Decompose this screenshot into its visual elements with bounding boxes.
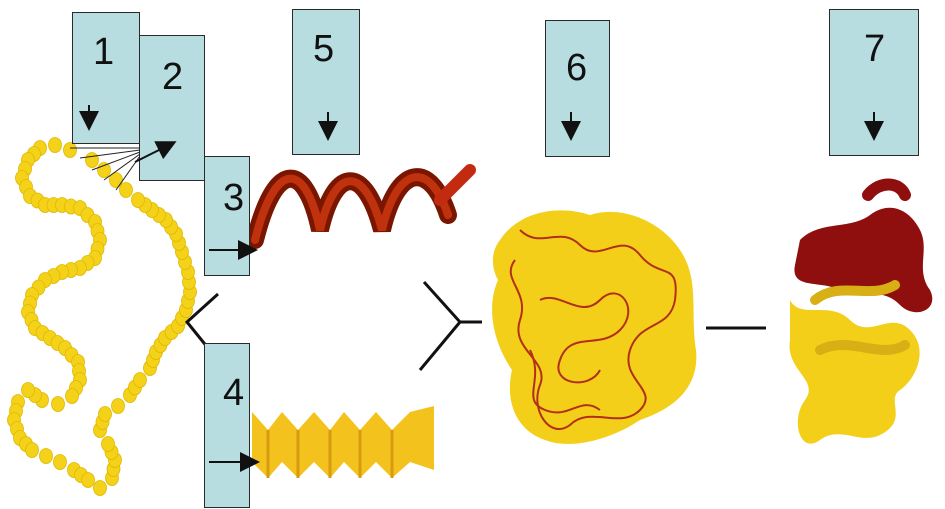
bead — [111, 398, 125, 414]
label-number-1: 1 — [93, 31, 115, 73]
label-box-3: 3 — [204, 156, 250, 276]
bead — [53, 454, 67, 470]
connector-brackets — [184, 280, 766, 371]
label-box-7: 7 — [829, 9, 919, 156]
label-number-4: 4 — [223, 372, 245, 414]
label-number-3: 3 — [223, 177, 245, 219]
label-number-2: 2 — [162, 56, 184, 98]
bead — [51, 396, 65, 412]
bead — [65, 388, 79, 404]
label-box-5: 5 — [292, 9, 360, 155]
label-number-5: 5 — [313, 28, 335, 70]
tertiary-structure-fold — [492, 210, 697, 444]
label-box-6: 6 — [545, 20, 610, 157]
bead — [25, 442, 39, 458]
beta-pleated-sheet — [252, 406, 434, 478]
bead — [119, 182, 133, 198]
alpha-helix-ribbon — [246, 164, 476, 249]
bead — [133, 372, 147, 388]
bead — [81, 472, 95, 488]
label-number-6: 6 — [566, 47, 588, 89]
bead — [48, 137, 62, 153]
label-box-4: 4 — [204, 343, 250, 508]
primary-structure-bead-chain — [7, 137, 197, 496]
quaternary-structure-complex — [789, 178, 933, 444]
bead — [21, 382, 35, 398]
bead — [39, 448, 53, 464]
bead — [131, 192, 145, 208]
bead — [63, 142, 77, 158]
arrow-right-icon — [134, 141, 177, 163]
bead — [101, 436, 115, 452]
bead — [98, 406, 112, 422]
label-number-7: 7 — [864, 28, 886, 70]
bead — [93, 480, 107, 496]
